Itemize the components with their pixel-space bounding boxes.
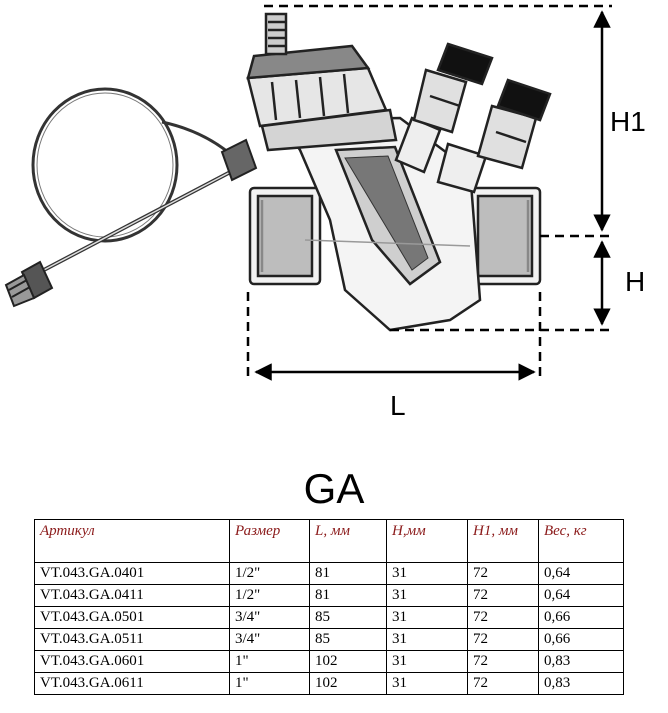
dimension-lines — [246, 4, 612, 381]
cell-height1: 72 — [467, 650, 539, 673]
cell-height1: 72 — [467, 606, 539, 629]
header-weight: Вес, кг — [538, 519, 624, 563]
cell-height1: 72 — [467, 672, 539, 695]
cell-height1: 72 — [467, 584, 539, 607]
valve-drawing — [4, 4, 612, 381]
cell-weight: 0,64 — [538, 584, 624, 607]
cell-height: 31 — [386, 628, 468, 651]
valve-body — [277, 116, 482, 332]
cell-length: 102 — [309, 672, 387, 695]
header-length: L, мм — [309, 519, 387, 563]
table-row: VT.043.GA.0401 1/2" 81 31 72 0,64 — [34, 562, 624, 585]
header-size: Размер — [229, 519, 310, 563]
cell-article: VT.043.GA.0511 — [34, 628, 230, 651]
spec-table: Артикул Размер L, мм H,мм H1, мм Вес, кг… — [34, 519, 624, 695]
cell-height: 31 — [386, 562, 468, 585]
table-row: VT.043.GA.0611 1" 102 31 72 0,83 — [34, 672, 624, 695]
dimension-label-h: H — [625, 266, 646, 297]
capillary-tube — [31, 87, 239, 274]
table-row: VT.043.GA.0511 3/4" 85 31 72 0,66 — [34, 628, 624, 651]
cell-size: 1" — [229, 650, 310, 673]
cell-weight: 0,83 — [538, 650, 624, 673]
cell-article: VT.043.GA.0401 — [34, 562, 230, 585]
cell-size: 3/4" — [229, 606, 310, 629]
header-height: H,мм — [386, 519, 468, 563]
sensor-fitting — [4, 138, 258, 308]
cell-weight: 0,64 — [538, 562, 624, 585]
cell-article: VT.043.GA.0611 — [34, 672, 230, 695]
cell-height1: 72 — [467, 628, 539, 651]
cell-height: 31 — [386, 672, 468, 695]
left-connection — [248, 186, 322, 286]
cell-length: 81 — [309, 562, 387, 585]
cell-size: 1/2" — [229, 584, 310, 607]
table-header-row: Артикул Размер L, мм H,мм H1, мм Вес, кг — [34, 519, 624, 563]
thermostatic-head — [246, 12, 398, 152]
header-article: Артикул — [34, 519, 230, 563]
right-connection — [468, 186, 542, 286]
cell-height: 31 — [386, 584, 468, 607]
test-port-1 — [394, 42, 494, 174]
cell-size: 3/4" — [229, 628, 310, 651]
cell-size: 1" — [229, 672, 310, 695]
dimension-label-l: L — [390, 390, 406, 421]
test-port-2 — [436, 78, 552, 194]
cell-length: 85 — [309, 628, 387, 651]
cell-weight: 0,66 — [538, 606, 624, 629]
cell-weight: 0,83 — [538, 672, 624, 695]
cell-height: 31 — [386, 650, 468, 673]
cell-article: VT.043.GA.0501 — [34, 606, 230, 629]
table-row: VT.043.GA.0501 3/4" 85 31 72 0,66 — [34, 606, 624, 629]
cell-length: 102 — [309, 650, 387, 673]
cell-length: 81 — [309, 584, 387, 607]
cell-height: 31 — [386, 606, 468, 629]
table-row: VT.043.GA.0411 1/2" 81 31 72 0,64 — [34, 584, 624, 607]
cell-length: 85 — [309, 606, 387, 629]
cell-article: VT.043.GA.0411 — [34, 584, 230, 607]
cell-article: VT.043.GA.0601 — [34, 650, 230, 673]
table-row: VT.043.GA.0601 1" 102 31 72 0,83 — [34, 650, 624, 673]
header-height1: H1, мм — [467, 519, 539, 563]
document-title: GA — [303, 465, 365, 512]
cell-height1: 72 — [467, 562, 539, 585]
cell-size: 1/2" — [229, 562, 310, 585]
dimension-label-h1: H1 — [610, 106, 646, 137]
cell-weight: 0,66 — [538, 628, 624, 651]
